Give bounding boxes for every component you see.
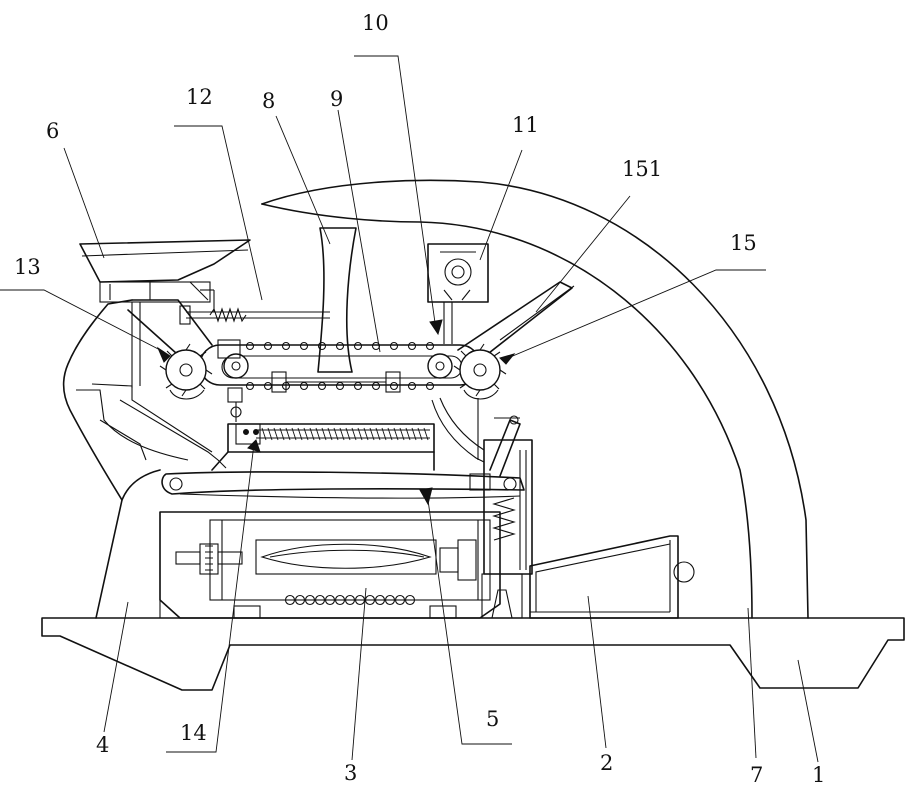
label-9: 9 (330, 87, 343, 111)
leader-lines (0, 56, 818, 762)
label-6: 6 (46, 119, 59, 143)
sprocket-right (454, 344, 506, 399)
label-8: 8 (262, 89, 275, 113)
linkage-left (218, 340, 242, 422)
collector-box (530, 536, 678, 618)
label-1: 1 (812, 763, 825, 787)
label-7: 7 (750, 763, 763, 787)
blade (318, 228, 356, 372)
label-13: 13 (14, 255, 41, 279)
label-3: 3 (344, 761, 357, 785)
label-151: 151 (622, 157, 662, 181)
arrow-head-5 (420, 488, 432, 504)
frame-housing (64, 300, 226, 618)
label-12: 12 (186, 85, 213, 109)
label-14: 14 (180, 721, 207, 745)
arrow-head-15 (500, 354, 514, 364)
base-plate (42, 618, 904, 690)
label-2: 2 (600, 751, 613, 775)
arc-cover (262, 180, 808, 618)
label-10: 10 (362, 11, 389, 35)
discharge-chute (432, 398, 484, 462)
label-11: 11 (512, 113, 539, 137)
lower-screw (212, 424, 434, 470)
part-labels: 1 2 3 4 5 6 7 8 9 10 11 12 13 14 15 151 (14, 11, 825, 787)
label-15: 15 (730, 231, 757, 255)
rail-connectors (272, 372, 400, 392)
label-5: 5 (486, 707, 499, 731)
support-arms (128, 282, 574, 362)
label-4: 4 (96, 733, 109, 757)
lower-module (160, 512, 500, 618)
